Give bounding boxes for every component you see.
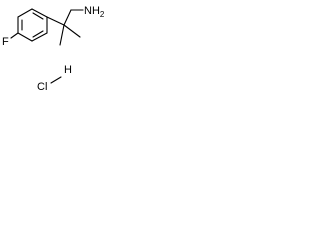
ring-double-bond-2 <box>32 30 44 38</box>
amine-label: NH2 <box>84 5 105 19</box>
quaternary-to-methylene-bond <box>63 9 72 26</box>
ring-bond-1 <box>31 8 48 18</box>
fluorine-bond <box>10 32 19 39</box>
hydrogen-chlorine-bond <box>50 76 62 84</box>
ring-bond-6 <box>17 8 33 18</box>
ring-bond-3 <box>31 32 48 42</box>
hydrogen-label: H <box>64 64 72 76</box>
benzene-ring <box>17 8 48 42</box>
ring-double-bond-1 <box>32 12 44 20</box>
ring-to-quaternary-carbon-bond <box>46 16 65 26</box>
amine-label-subscript: 2 <box>100 10 105 19</box>
fluorine-label: F <box>2 36 9 48</box>
chlorine-label: Cl <box>37 81 47 93</box>
methyl-bond-1 <box>59 24 65 46</box>
amine-label-main: NH <box>84 5 100 17</box>
ring-bond-4 <box>17 32 33 42</box>
methyl-bond-2 <box>63 24 81 38</box>
structure-canvas: F NH2 H Cl <box>0 0 125 99</box>
molecule-structure: F NH2 H Cl <box>2 5 105 93</box>
